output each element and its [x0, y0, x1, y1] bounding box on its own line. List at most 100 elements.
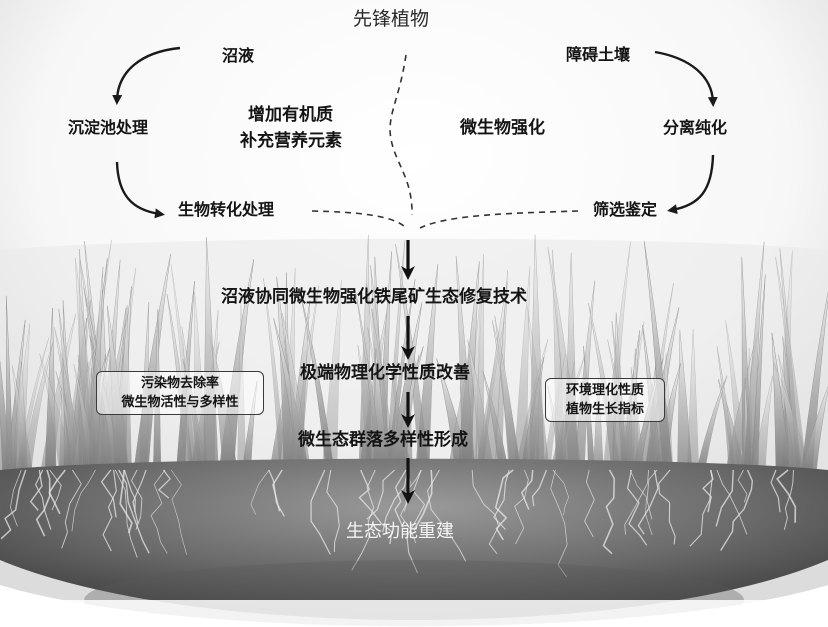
root-line [493, 469, 510, 530]
root-line [130, 469, 143, 530]
root-line [776, 469, 797, 523]
root-line [48, 469, 66, 515]
root-line [170, 469, 187, 555]
grass-blade [716, 346, 736, 474]
grass-blade [300, 293, 335, 473]
microbial-enhancement-label: 微生物强化 [460, 118, 545, 138]
plant-growth-label: 植物生长指标 [565, 402, 644, 417]
root-line [382, 469, 409, 533]
grass-blade [455, 255, 476, 473]
grass-blade [696, 375, 728, 471]
root-line [71, 469, 96, 532]
root-line [494, 469, 514, 541]
root-line [366, 469, 395, 520]
obstacle-soil-label: 障碍土壤 [566, 45, 631, 64]
root-line [326, 469, 340, 552]
biogas-slurry-label: 沼液 [222, 46, 255, 65]
root-line [550, 469, 568, 578]
dashed-line-pioneer-plant [389, 54, 413, 216]
root-line [715, 469, 734, 527]
grass-blade [355, 290, 385, 480]
grass-blade [11, 361, 29, 474]
root-line [61, 469, 82, 549]
root-line [310, 469, 331, 555]
root-line [531, 469, 548, 507]
root-line [123, 469, 136, 513]
grass-blade [39, 353, 75, 472]
root-line [716, 469, 748, 535]
grass-blade [263, 277, 287, 472]
root-line [426, 469, 467, 562]
left-indicator-box: 污染物去除率 微生物活性与多样性 [96, 371, 264, 415]
root-line [602, 469, 615, 555]
root-line [720, 469, 754, 551]
grass-blade [773, 363, 811, 473]
root-line [584, 469, 595, 538]
grass-blade [800, 385, 828, 475]
ecological-function-label: 生态功能重建 [346, 521, 454, 542]
arrow-sedimentation-to-bioconversion [115, 161, 165, 219]
grass-blade [393, 354, 420, 471]
environmental-properties-label: 环境理化性质 [565, 383, 644, 398]
root-line [737, 469, 748, 503]
grass-blade [775, 256, 807, 472]
root-line [157, 469, 171, 499]
microbial-activity-label: 微生物活性与多样性 [121, 395, 239, 410]
root-line [629, 469, 653, 536]
root-line [413, 469, 433, 531]
pollutant-removal-label: 污染物去除率 [140, 376, 219, 391]
community-diversity-label: 微生态群落多样性形成 [298, 430, 468, 450]
root-line [646, 469, 658, 520]
physicochemical-improvement-label: 极端物理化学性质改善 [300, 363, 470, 383]
arrow-separation-to-screening [667, 154, 715, 215]
root-line [119, 469, 133, 534]
root-line [102, 469, 117, 552]
right-indicator-box: 环境理化性质 植物生长指标 [545, 378, 665, 422]
root-line [0, 469, 27, 540]
separation-purification-label: 分离纯化 [663, 118, 728, 137]
sedimentation-tank-label: 沉淀池处理 [68, 118, 149, 137]
dashed-line-right-branch [419, 210, 579, 229]
core-technology-label: 沼液协同微生物强化铁尾矿生态修复技术 [221, 287, 527, 307]
grass-blade [479, 281, 508, 478]
root-line [358, 469, 393, 545]
grass-blade [385, 240, 406, 474]
root-line [626, 469, 648, 546]
arrow-slurry-to-sedimentation [112, 46, 181, 105]
root-line [268, 469, 285, 517]
root-line [351, 469, 376, 571]
root-line [520, 469, 534, 510]
root-line [114, 469, 138, 558]
screening-identification-label: 筛选鉴定 [593, 200, 658, 219]
root-line [34, 469, 52, 530]
root-line [132, 469, 147, 525]
grass-blade [743, 241, 765, 473]
grass-blade [0, 359, 12, 481]
grass-blade [686, 328, 700, 480]
root-line [783, 469, 794, 530]
grass-blade [87, 266, 104, 473]
root-line [394, 469, 407, 528]
grass-blade [282, 313, 313, 479]
root-line [624, 469, 650, 535]
root-line [689, 469, 713, 547]
root-line [770, 469, 781, 513]
root-line [514, 469, 529, 545]
root-line [250, 469, 270, 515]
grass-blade [771, 332, 791, 471]
root-line [118, 469, 150, 554]
grass-blade [751, 375, 773, 480]
root-line [100, 469, 117, 518]
root-line [10, 469, 22, 527]
root-line [29, 469, 43, 511]
root-line [658, 469, 676, 545]
root-line [35, 469, 51, 537]
pioneer-plant-label: 先锋植物 [353, 8, 430, 30]
root-line [637, 469, 659, 535]
root-line [552, 469, 569, 515]
grass-blade [528, 234, 545, 473]
root-line [150, 469, 168, 554]
bioconversion-label: 生物转化处理 [178, 200, 275, 219]
